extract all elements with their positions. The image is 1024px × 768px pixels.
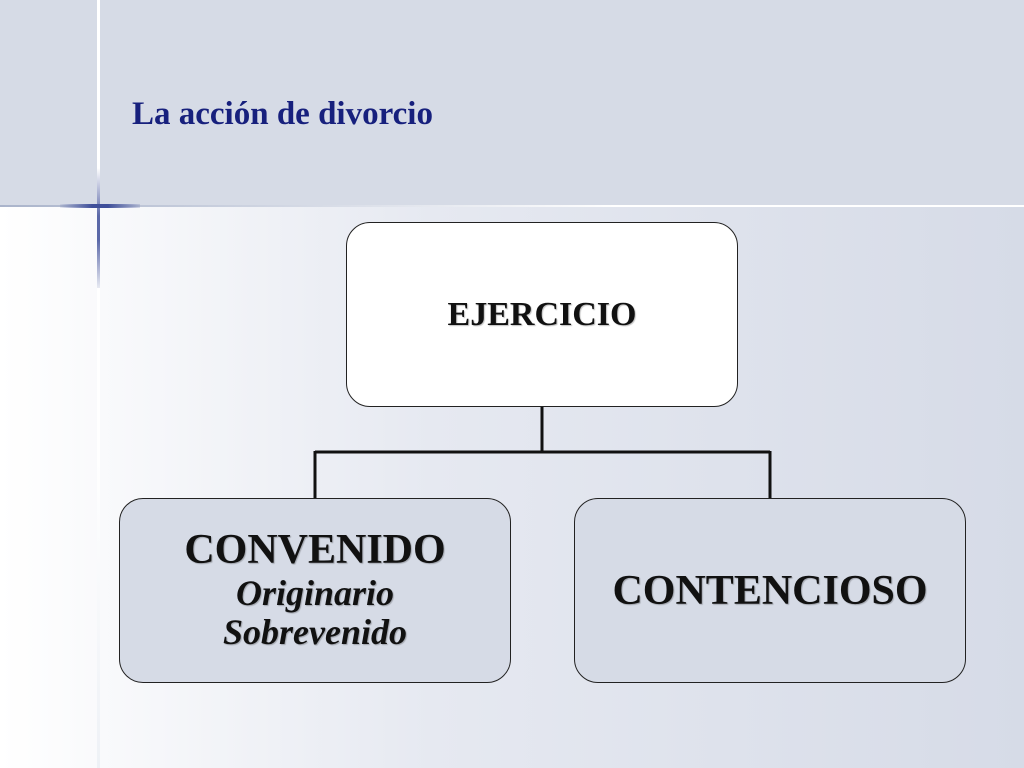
node-label-convenido: CONVENIDO (184, 527, 446, 574)
header-rule (0, 205, 1024, 207)
diagram-node-ejercicio: EJERCICIO (346, 222, 738, 407)
cross-accent-horizontal (60, 204, 140, 208)
vertical-accent-line (97, 0, 100, 768)
diagram-node-contencioso: CONTENCIOSO (574, 498, 966, 683)
node-sublabel-sobrevenido: Sobrevenido (223, 612, 407, 653)
node-label-contencioso: CONTENCIOSO (612, 567, 928, 614)
cross-accent-vertical (97, 168, 100, 288)
diagram-node-convenido: CONVENIDO Originario Sobrevenido (119, 498, 511, 683)
page-title: La acción de divorcio (132, 96, 433, 132)
node-sublabel-originario: Originario (235, 572, 395, 613)
node-label-ejercicio: EJERCICIO (447, 295, 637, 333)
header-band (0, 0, 1024, 205)
